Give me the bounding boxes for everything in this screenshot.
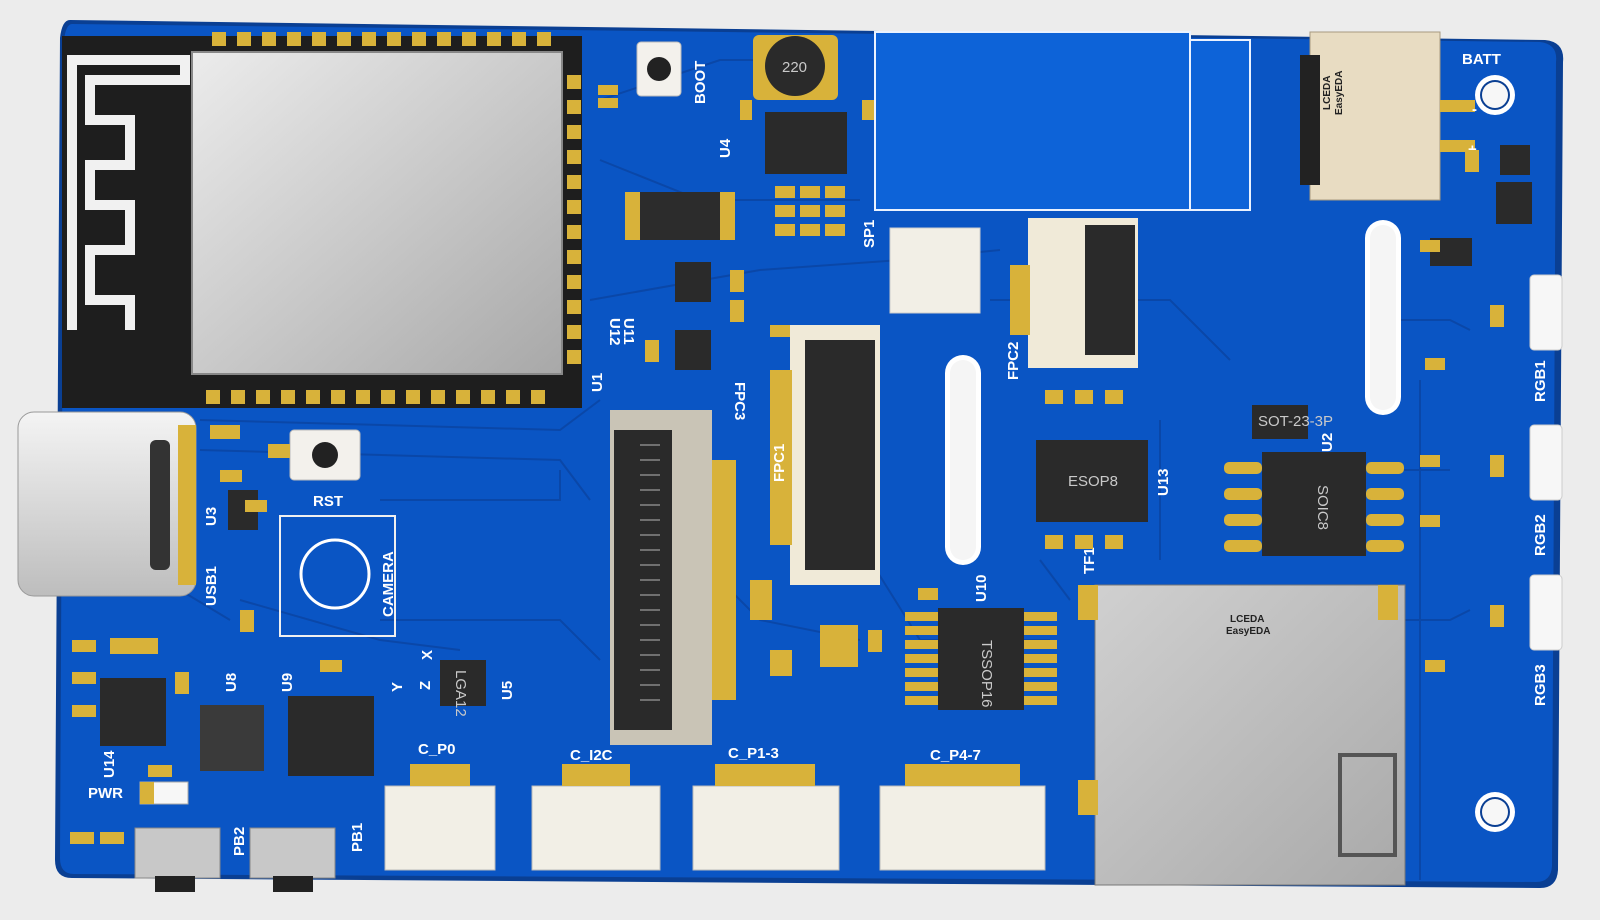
mounting-holes (1475, 75, 1515, 832)
label-fpc3: FPC3 (731, 382, 748, 420)
esp32-module (62, 32, 582, 408)
label-u4: U4 (717, 138, 734, 158)
battery-connector: LCEDA EasyEDA (1300, 31, 1475, 201)
ic-u5-lga12: LGA12 (440, 660, 486, 717)
fpc2-connector (1010, 218, 1138, 368)
label-rgb3: RGB3 (1532, 664, 1549, 706)
ic-u8 (200, 705, 264, 771)
board-slots (945, 220, 1401, 565)
label-pb1: PB1 (349, 823, 366, 852)
connector-c-p0 (384, 764, 496, 871)
batt-brand-easyeda: EasyEDA (1334, 71, 1345, 115)
ic-u9 (288, 696, 374, 776)
smd-diode (625, 192, 735, 240)
connector-c-p4-7 (879, 764, 1046, 871)
rgb-leds (1529, 274, 1563, 651)
label-u2: U2 (1319, 433, 1336, 452)
power-led (139, 781, 189, 805)
inductor-220: 220 (753, 35, 838, 100)
ic-u14 (100, 678, 166, 746)
label-u5: U5 (499, 681, 516, 700)
label-batt-minus: - (1472, 101, 1477, 118)
tf-brand-lceda: LCEDA (1230, 614, 1264, 625)
label-u9: U9 (279, 673, 296, 692)
u5-package: LGA12 (452, 670, 469, 717)
label-fpc2: FPC2 (1005, 342, 1022, 380)
label-boot: BOOT (692, 61, 709, 104)
reset-button[interactable] (289, 429, 361, 481)
label-u10: U10 (973, 574, 990, 602)
label-u1: U1 (589, 373, 606, 392)
label-u14: U14 (101, 750, 118, 778)
label-batt-plus: + (1468, 141, 1477, 158)
ic-u12 (675, 330, 711, 370)
label-u13: U13 (1155, 468, 1172, 496)
label-pwr: PWR (88, 785, 123, 802)
label-u11: U11 (620, 318, 637, 345)
fpc1-connector (770, 325, 880, 585)
passive-components (70, 85, 1504, 844)
fpc3-connector (610, 410, 736, 745)
axis-y: Y (389, 682, 406, 692)
batt-brand-lceda: LCEDA (1322, 76, 1333, 110)
label-sp1: SP1 (861, 220, 878, 248)
label-usb1: USB1 (203, 566, 220, 606)
axis-z: Z (417, 681, 434, 690)
label-camera: CAMERA (380, 551, 397, 617)
label-c-p0: C_P0 (418, 741, 456, 758)
tf-brand-easyeda: EasyEDA (1226, 626, 1270, 637)
sot23-package: SOT-23-3P (1258, 413, 1333, 430)
usb-c-connector[interactable] (17, 411, 197, 597)
label-batt: BATT (1462, 51, 1501, 68)
label-u12: U12 (606, 318, 623, 346)
camera-footprint (279, 515, 396, 637)
label-c-p1-3: C_P1-3 (728, 745, 779, 762)
tf-card-slot: LCEDA EasyEDA (1078, 584, 1406, 886)
u2-package: SOIC8 (1314, 485, 1331, 530)
u13-package: ESOP8 (1068, 473, 1118, 490)
switch-pb1[interactable] (249, 827, 336, 892)
axis-x: X (419, 650, 436, 660)
label-pb2: PB2 (231, 827, 248, 856)
ic-u11 (675, 262, 711, 302)
label-c-i2c: C_I2C (570, 747, 613, 764)
boot-button[interactable] (636, 41, 682, 97)
label-rgb2: RGB2 (1532, 514, 1549, 556)
label-tf1: TF1 (1081, 547, 1098, 574)
ic-u2-soic8: SOIC8 (1224, 452, 1404, 556)
label-fpc1: FPC1 (771, 444, 788, 482)
copper-pour (874, 31, 1251, 211)
ic-u10-tssop16: TSSOP16 (905, 608, 1057, 710)
u10-package: TSSOP16 (978, 640, 995, 708)
connector-c-i2c (531, 764, 661, 871)
label-c-p4-7: C_P4-7 (930, 747, 981, 764)
sp1-connector (889, 227, 981, 314)
ic-u13-esop8: ESOP8 (1036, 440, 1148, 522)
sot23-transistor: SOT-23-3P (1252, 405, 1333, 439)
label-u3: U3 (203, 507, 220, 526)
regulator-u4 (765, 112, 847, 174)
label-u8: U8 (223, 673, 240, 692)
label-rgb1: RGB1 (1532, 360, 1549, 402)
inductor-label: 220 (782, 59, 807, 76)
connector-c-p1-3 (692, 764, 840, 871)
label-rst: RST (313, 493, 343, 510)
switch-pb2[interactable] (134, 827, 221, 892)
